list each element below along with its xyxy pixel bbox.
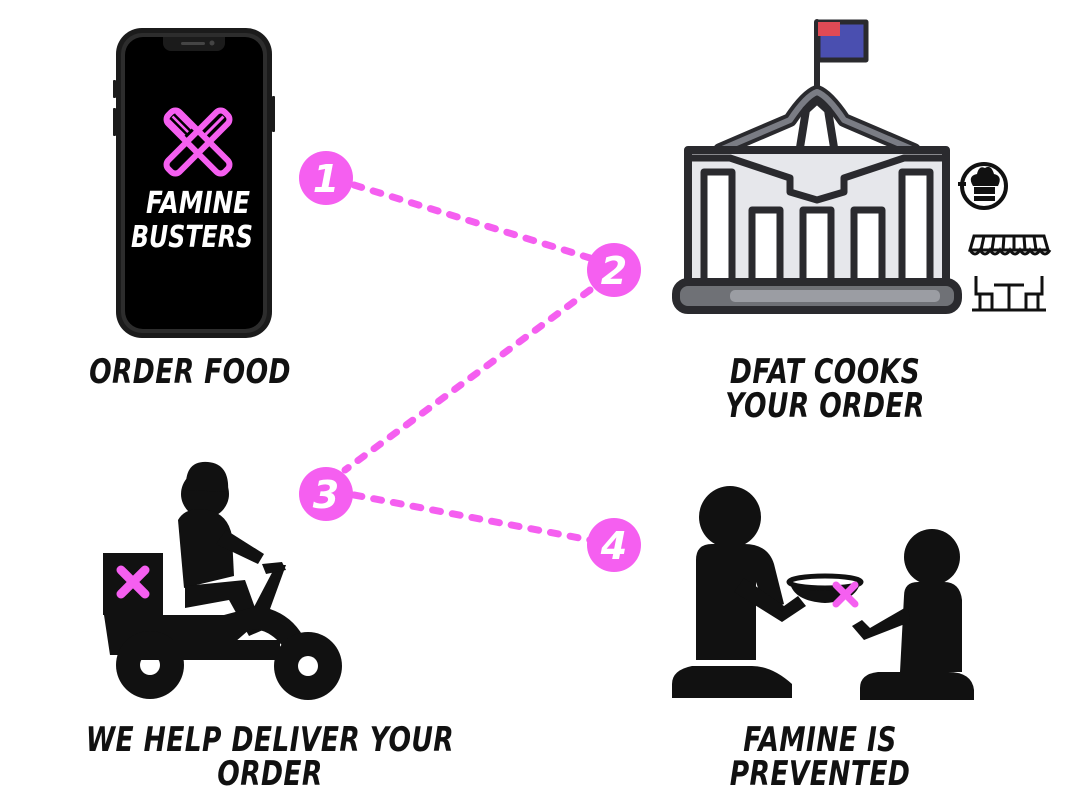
people-sharing-food-icon xyxy=(672,486,974,700)
connector-2-3 xyxy=(341,286,594,474)
step-label-2: DFAT COOKS YOUR ORDER xyxy=(724,355,927,423)
step-label-2-line-2: YOUR ORDER xyxy=(725,386,925,426)
step-label-3: WE HELP DELIVER YOUR ORDER xyxy=(59,723,480,791)
step-number-2: 2 xyxy=(601,249,627,293)
cafe-table-icon xyxy=(972,276,1046,312)
brand-line-2: BUSTERS xyxy=(131,220,253,255)
connectors xyxy=(341,181,594,544)
bowl-x-icon xyxy=(832,581,859,608)
step-badge-circle-2 xyxy=(587,243,641,297)
step-number-1: 1 xyxy=(313,157,339,201)
connector-3-4 xyxy=(350,491,594,544)
chef-hat-icon xyxy=(958,162,1008,210)
step-badge-2: 2 xyxy=(587,243,641,297)
step-label-1-line-1: ORDER FOOD xyxy=(89,352,291,392)
step-badge-3: 3 xyxy=(299,467,353,521)
step-badge-circle-1 xyxy=(299,151,353,205)
step-label-4: FAMINE IS PREVENTED xyxy=(672,723,968,791)
step-label-1: ORDER FOOD xyxy=(89,355,292,389)
brand-line-1: FAMINE xyxy=(146,186,250,221)
phone-icon: FAMINE BUSTERS xyxy=(113,28,275,338)
awning-icon xyxy=(968,234,1052,256)
parliament-house-icon xyxy=(672,19,962,314)
step-badge-circle-4 xyxy=(587,518,641,572)
fork-knife-logo-icon xyxy=(163,107,233,177)
step-label-4-line-1: FAMINE IS PREVENTED xyxy=(729,720,911,794)
delivery-scooter-icon xyxy=(103,461,342,700)
step-number-4: 4 xyxy=(600,524,627,568)
connector-1-2 xyxy=(350,181,594,262)
step-badge-1: 1 xyxy=(299,151,353,205)
step-number-3: 3 xyxy=(313,473,339,517)
step-badge-circle-3 xyxy=(299,467,353,521)
step-label-3-line-1: WE HELP DELIVER YOUR ORDER xyxy=(85,720,455,794)
step-label-2-line-1: DFAT COOKS xyxy=(729,352,921,392)
scooter-box-x-icon xyxy=(116,565,150,599)
step-badge-4: 4 xyxy=(587,518,641,572)
